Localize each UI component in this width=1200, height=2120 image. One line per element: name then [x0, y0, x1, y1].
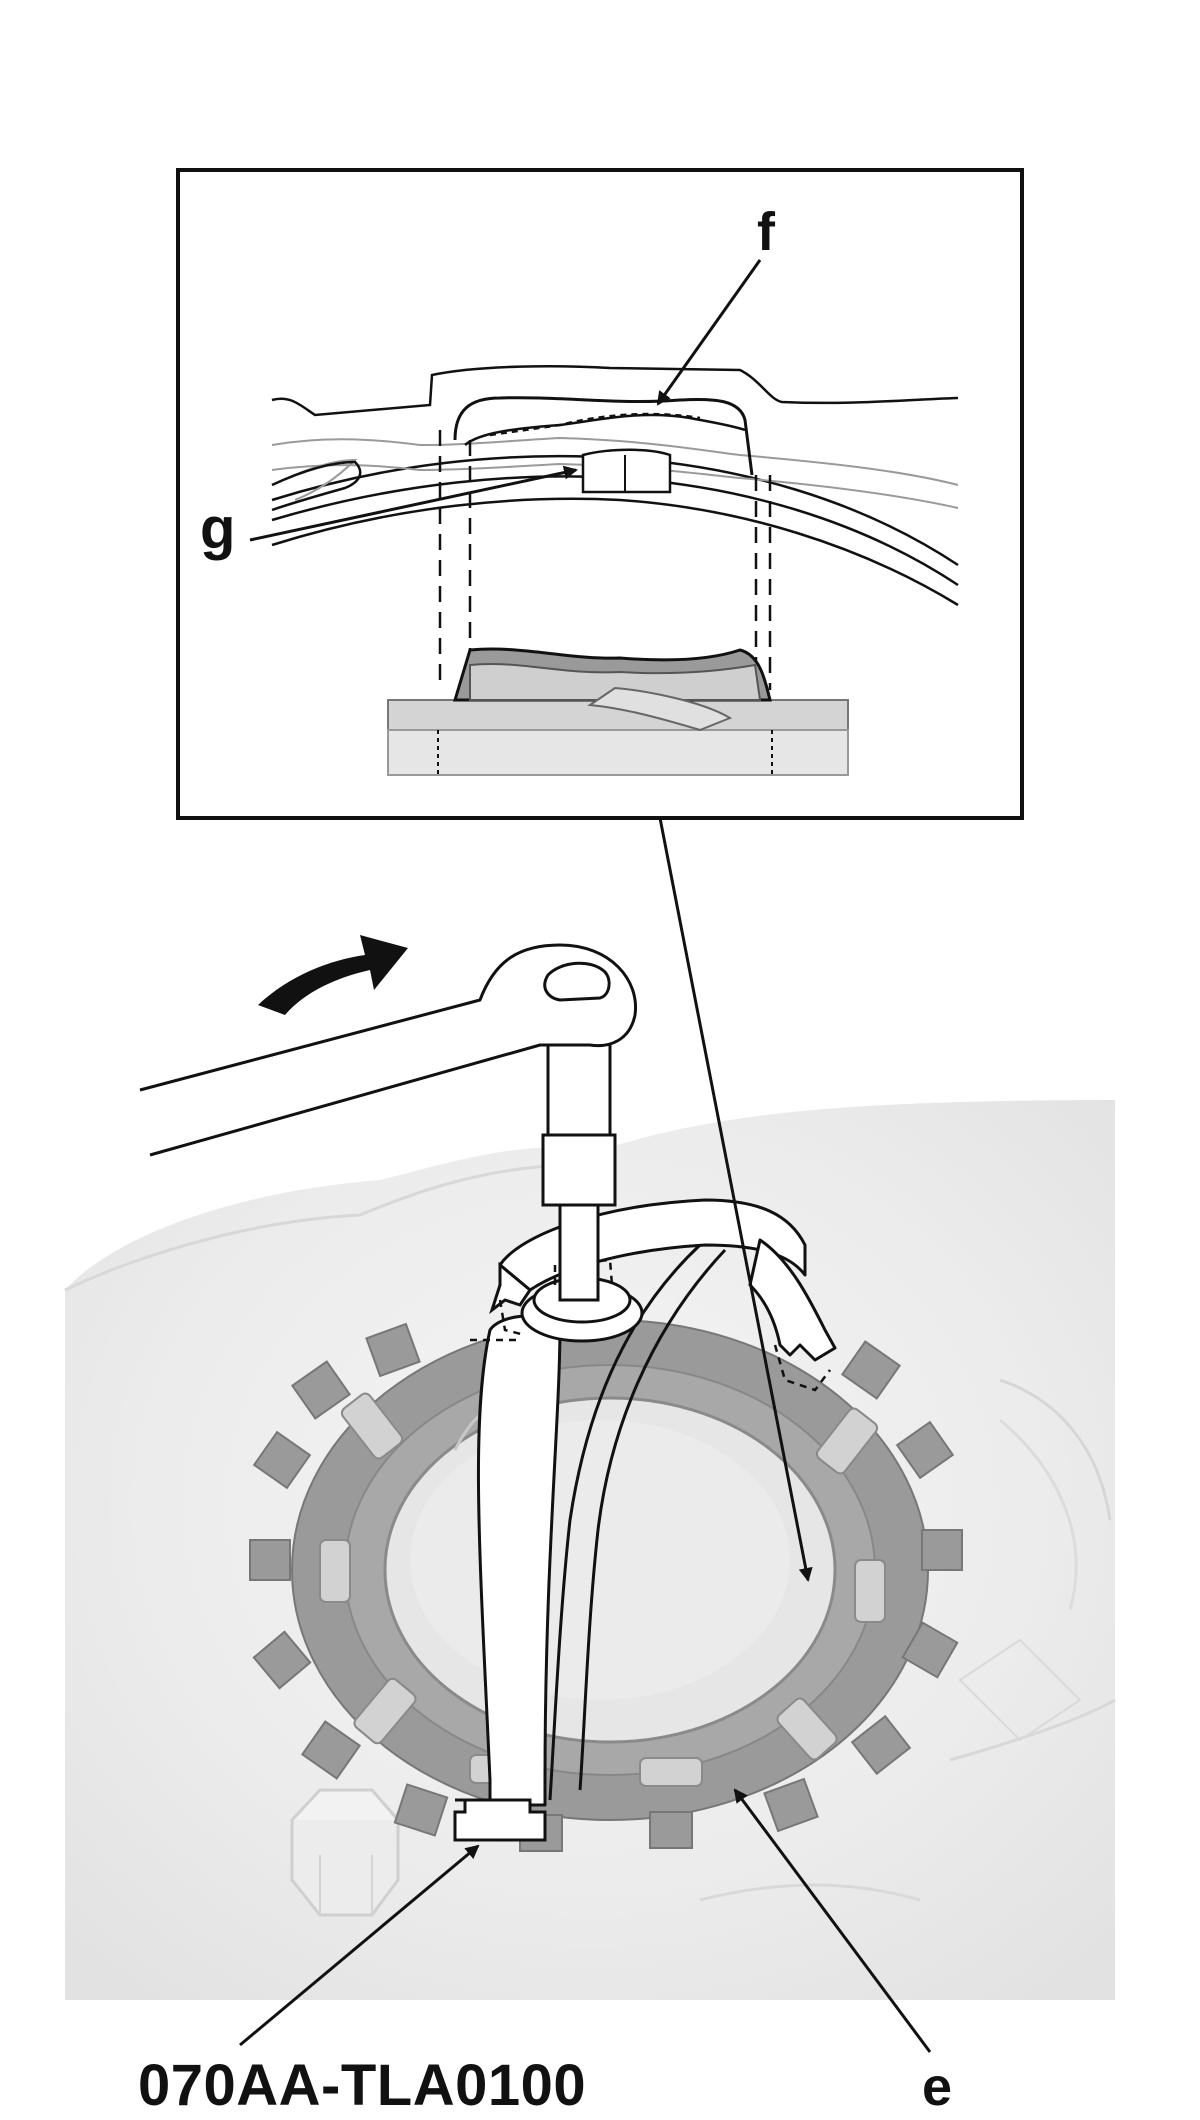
- wrench: [139, 943, 638, 1302]
- detail-inset: [176, 168, 1024, 820]
- leader-f: [656, 259, 762, 406]
- leader-lines: [239, 259, 932, 2053]
- tool-part-number: 070AA-TLA0100: [138, 2053, 587, 2118]
- leader-tool: [239, 1844, 480, 2047]
- leader-inset-to-ring: [658, 817, 813, 1582]
- callout-e: e: [922, 2057, 953, 2117]
- callout-f: f: [757, 202, 775, 262]
- callout-g: g: [200, 496, 236, 561]
- leader-e: [733, 1788, 932, 2053]
- lock-ring: [249, 1319, 963, 1852]
- hex-bolt-icon: [290, 1788, 400, 1917]
- leader-g: [249, 465, 578, 542]
- rotation-direction-arrow: [258, 935, 408, 1015]
